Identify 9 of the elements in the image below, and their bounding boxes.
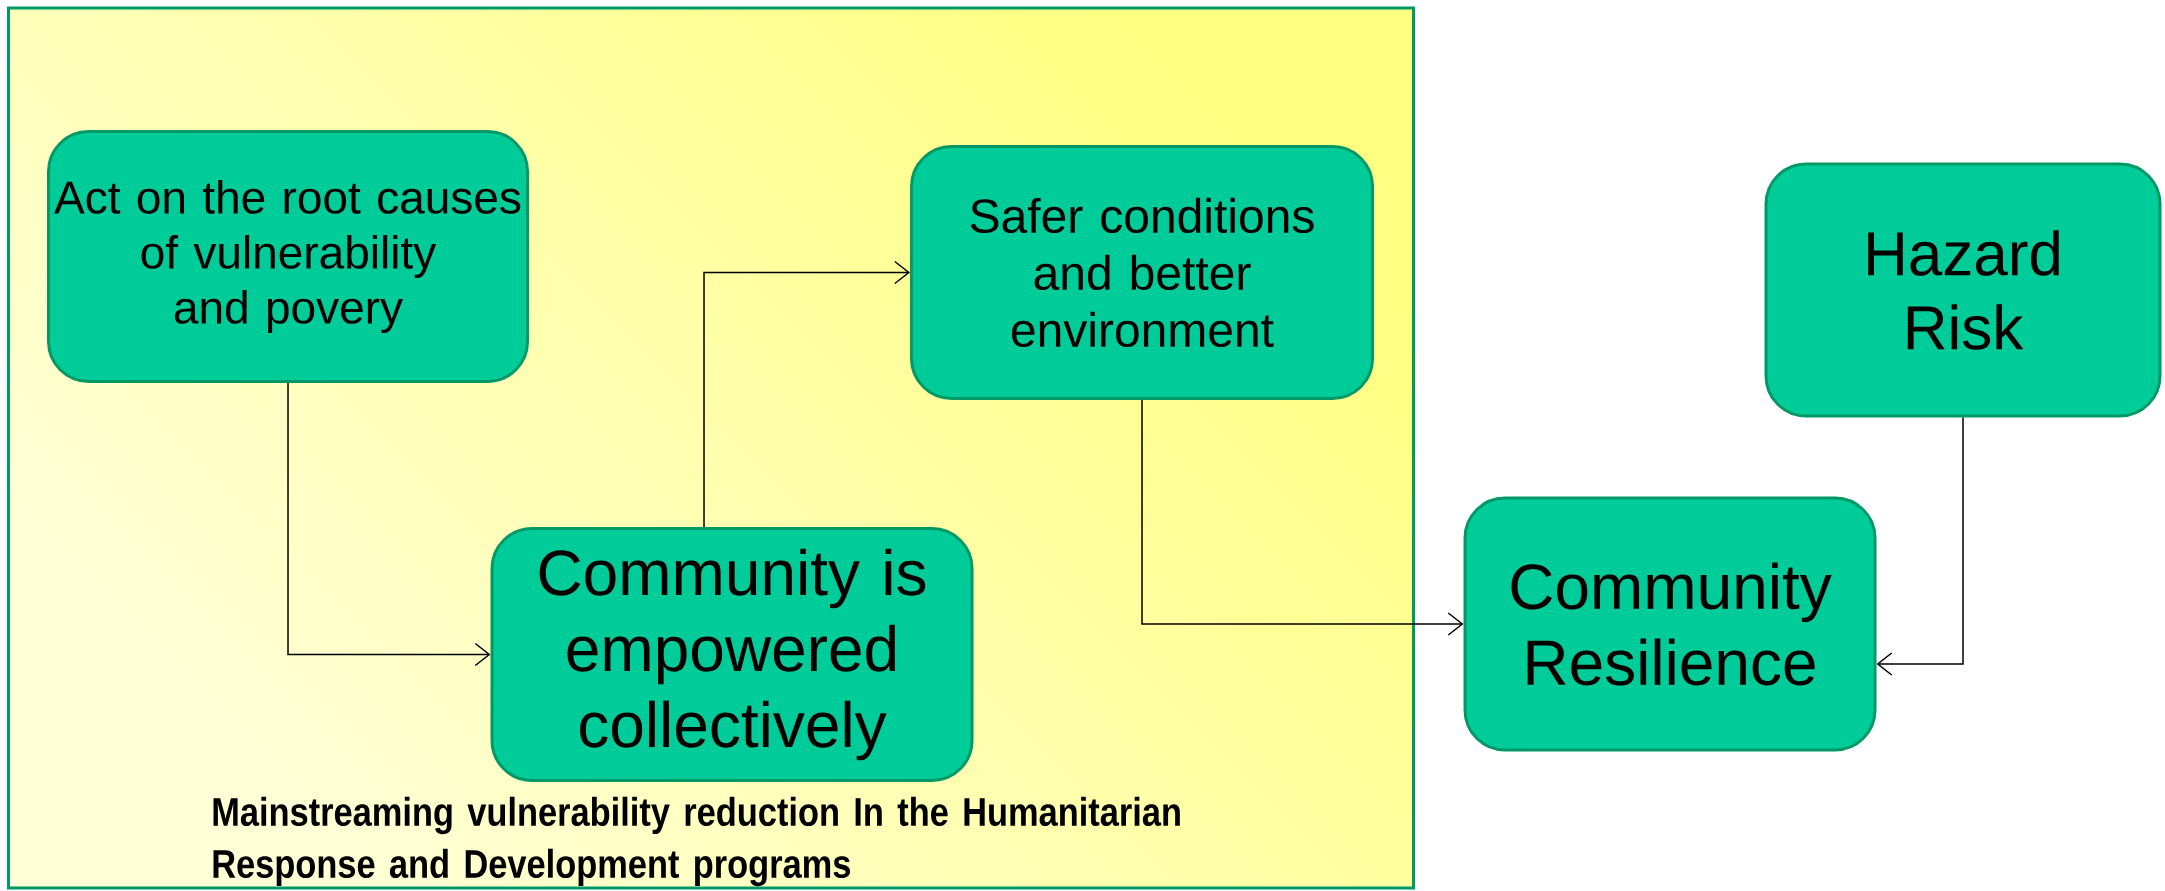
process-box: Safer conditions and better environment	[910, 145, 1374, 400]
arrow	[1876, 416, 1964, 676]
process-box: Community Resilience	[1463, 496, 1877, 752]
process-box: Act on the root causes of vulnerability and povery	[47, 130, 529, 383]
arrow	[287, 382, 491, 667]
arrow	[703, 260, 910, 528]
arrow	[1141, 399, 1464, 636]
process-box: Hazard Risk	[1764, 162, 2162, 418]
process-box: Community is empowered collectively	[490, 527, 974, 782]
